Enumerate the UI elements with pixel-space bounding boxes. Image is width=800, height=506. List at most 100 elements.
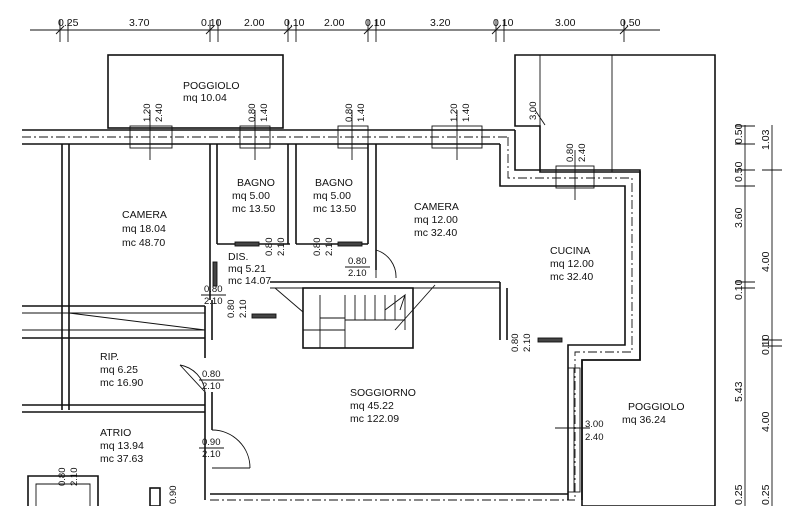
room-name: POGGIOLO — [628, 401, 685, 413]
room-name: ATRIO — [100, 427, 131, 439]
window-labels: 1.20 2.40 0.80 1.40 0.80 1.40 1.20 1.40 … — [142, 102, 588, 163]
door-width: 0.80 — [264, 238, 275, 257]
room-area: mq 18.04 — [122, 223, 166, 235]
room-name: BAGNO — [315, 177, 353, 189]
door-height: 2.10 — [522, 334, 533, 353]
room-camera-1: CAMERA mq 18.04 mc 48.70 — [122, 209, 167, 249]
room-volume: mc 16.90 — [100, 377, 143, 389]
door-height: 2.10 — [348, 268, 367, 279]
dim-right-a6: 0.25 — [733, 484, 745, 505]
dim-right-b1: 1.03 — [760, 129, 772, 150]
room-dis: DIS. mq 5.21 mc 14.07 — [228, 251, 271, 287]
window-width: 0.80 — [565, 144, 576, 163]
room-name: DIS. — [228, 251, 248, 263]
room-area: mq 36.24 — [622, 414, 666, 426]
room-volume: mc 122.09 — [350, 413, 399, 425]
room-bagno-2: BAGNO mq 5.00 mc 13.50 — [313, 177, 356, 215]
window-height: 2.40 — [154, 104, 165, 123]
bottom-left-wall — [27, 475, 161, 506]
room-poggiolo-right: POGGIOLO mq 36.24 — [622, 401, 685, 426]
window-width: 0.80 — [247, 104, 258, 123]
room-name: RIP. — [100, 351, 119, 363]
dim-right-a3: 3.60 — [733, 207, 745, 228]
room-name: POGGIOLO — [183, 80, 240, 92]
dim-top-6: 2.00 — [324, 17, 345, 29]
dim-right-b4: 4.00 — [760, 411, 772, 432]
door-width: 0.80 — [312, 238, 323, 257]
dim-top-8: 3.20 — [430, 17, 451, 29]
window-width: 1.20 — [142, 104, 153, 123]
room-area: mq 5.21 — [228, 263, 266, 275]
room-area: mq 5.00 — [232, 190, 270, 202]
room-area: mq 45.22 — [350, 400, 394, 412]
door-width: 0.80 — [348, 256, 367, 267]
door-height: 2.10 — [276, 238, 287, 257]
balcony-right-hatch — [514, 54, 716, 506]
room-camera-2: CAMERA mq 12.00 mc 32.40 — [414, 201, 459, 239]
dim-top-7: 0.10 — [365, 17, 386, 29]
door-height: 2.10 — [238, 300, 249, 319]
room-volume: mc 48.70 — [122, 237, 165, 249]
room-cucina: CUCINA mq 12.00 mc 32.40 — [550, 245, 594, 283]
room-poggiolo-top: POGGIOLO mq 10.04 — [183, 80, 240, 104]
dim-top-5: 0.10 — [284, 17, 305, 29]
room-area: mq 6.25 — [100, 364, 138, 376]
dim-top-3: 0.10 — [201, 17, 222, 29]
door-height: 2.10 — [202, 449, 221, 460]
dim-top-2: 3.70 — [129, 17, 150, 29]
door-height: 2.10 — [202, 381, 221, 392]
room-area: mq 10.04 — [183, 92, 227, 104]
window-height: 1.40 — [461, 104, 472, 123]
dim-top-10: 3.00 — [555, 17, 576, 29]
dim-right-b2: 4.00 — [760, 251, 772, 272]
window-height: 1.40 — [356, 104, 367, 123]
dim-top-1: 0.25 — [58, 17, 79, 29]
window-width: 0.80 — [344, 104, 355, 123]
door-width: 0.80 — [510, 334, 521, 353]
window-height: 1.40 — [259, 104, 270, 123]
room-bagno-1: BAGNO mq 5.00 mc 13.50 — [232, 177, 275, 215]
door-height: 2.40 — [585, 432, 604, 443]
right-dimension-labels: 0.50 0.50 3.60 0.10 5.43 0.25 1.03 4.00 … — [733, 123, 772, 505]
room-name: SOGGIORNO — [350, 387, 416, 399]
window-width: 3.00 — [528, 102, 539, 121]
room-name: CUCINA — [550, 245, 590, 257]
room-rip: RIP. mq 6.25 mc 16.90 — [100, 351, 143, 389]
right-dimension-lines — [735, 125, 782, 506]
room-area: mq 12.00 — [550, 258, 594, 270]
room-area: mq 13.94 — [100, 440, 144, 452]
room-area: mq 5.00 — [313, 190, 351, 202]
windows — [129, 109, 595, 200]
dim-right-b5: 0.25 — [760, 484, 772, 505]
balcony-top-hatch — [107, 54, 284, 129]
room-name: BAGNO — [237, 177, 275, 189]
window-width: 1.20 — [449, 104, 460, 123]
room-volume: mc 13.50 — [313, 203, 356, 215]
room-volume: mc 14.07 — [228, 275, 271, 287]
room-name: CAMERA — [414, 201, 459, 213]
room-name: CAMERA — [122, 209, 167, 221]
room-volume: mc 37.63 — [100, 453, 143, 465]
window-height: 2.40 — [577, 144, 588, 163]
room-volume: mc 32.40 — [414, 227, 457, 239]
doors — [179, 241, 590, 493]
room-area: mq 12.00 — [414, 214, 458, 226]
dim-top-4: 2.00 — [244, 17, 265, 29]
dim-top-11: 0.50 — [620, 17, 641, 29]
dim-right-a5: 5.43 — [733, 381, 745, 402]
dim-right-b3: 0.10 — [760, 334, 772, 355]
door-width: 0.80 — [202, 369, 221, 380]
room-soggiorno: SOGGIORNO mq 45.22 mc 122.09 — [350, 387, 416, 425]
door-width: 0.80 — [204, 284, 223, 295]
door-width: 0.90 — [168, 486, 179, 505]
dim-right-a2: 0.50 — [733, 161, 745, 182]
dim-top-9: 0.10 — [493, 17, 514, 29]
door-height: 2.10 — [324, 238, 335, 257]
dim-right-a4: 0.10 — [733, 279, 745, 300]
door-height: 2.10 — [204, 296, 223, 307]
door-width: 3.00 — [585, 419, 604, 430]
room-volume: mc 32.40 — [550, 271, 593, 283]
dim-right-a1: 0.50 — [733, 123, 745, 144]
staircase — [302, 284, 436, 349]
